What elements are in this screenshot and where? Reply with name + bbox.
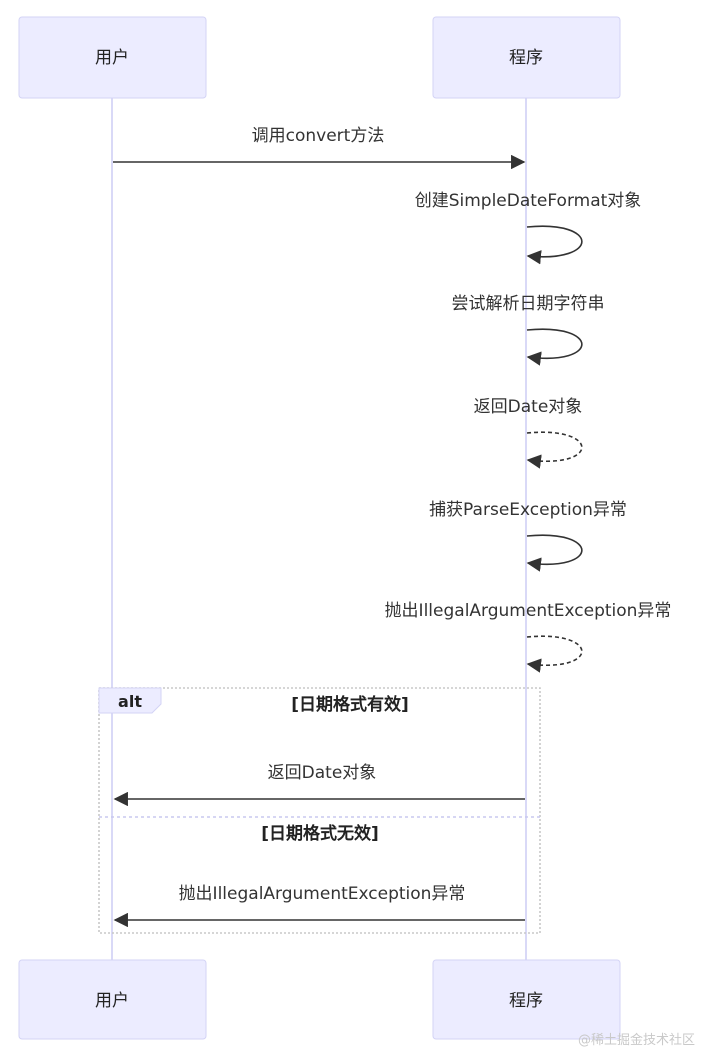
message-throw-exception: 抛出IllegalArgumentException异常: [385, 601, 672, 673]
alt-frame: [98, 687, 541, 934]
self-loop-dashed-arrow: [526, 635, 583, 673]
actor-program-bottom: 程序: [432, 959, 621, 1040]
message-call-convert: 调用convert方法: [113, 126, 526, 170]
message-label: 返回Date对象: [474, 397, 583, 417]
actor-user-label: 用户: [95, 48, 129, 68]
alt-fragment: alt [日期格式有效] 返回Date对象 [日期格式无效] 抛出Illegal…: [98, 687, 541, 934]
message-label: 尝试解析日期字符串: [452, 294, 605, 314]
self-loop-dashed-arrow: [526, 431, 583, 469]
self-loop-arrow: [526, 534, 583, 572]
actor-program-top: 程序: [432, 16, 621, 99]
message-catch-exception: 捕获ParseException异常: [429, 500, 627, 572]
self-loop-arrow: [526, 328, 583, 366]
watermark: @稀土掘金技术社区: [577, 1033, 695, 1048]
message-label: 返回Date对象: [268, 763, 377, 783]
actor-user-bottom: 用户: [18, 959, 207, 1040]
message-label: 抛出IllegalArgumentException异常: [385, 601, 672, 621]
message-return-date: 返回Date对象: [474, 397, 583, 469]
message-try-parse: 尝试解析日期字符串: [452, 294, 605, 366]
actor-user-top: 用户: [18, 16, 207, 99]
alt-condition-invalid: [日期格式无效]: [261, 823, 379, 844]
message-label: 抛出IllegalArgumentException异常: [179, 884, 466, 904]
actor-program-label: 程序: [509, 48, 543, 68]
message-create-formatter: 创建SimpleDateFormat对象: [415, 191, 642, 265]
message-label: 捕获ParseException异常: [429, 500, 627, 520]
alt-label-box: [98, 687, 162, 714]
message-label: 调用convert方法: [252, 126, 385, 146]
alt-condition-valid: [日期格式有效]: [291, 694, 409, 715]
self-loop-arrow: [526, 225, 583, 265]
actor-program-label: 程序: [509, 991, 543, 1011]
alt-keyword: alt: [118, 692, 142, 711]
message-label: 创建SimpleDateFormat对象: [415, 191, 642, 211]
actor-user-label: 用户: [95, 991, 129, 1011]
